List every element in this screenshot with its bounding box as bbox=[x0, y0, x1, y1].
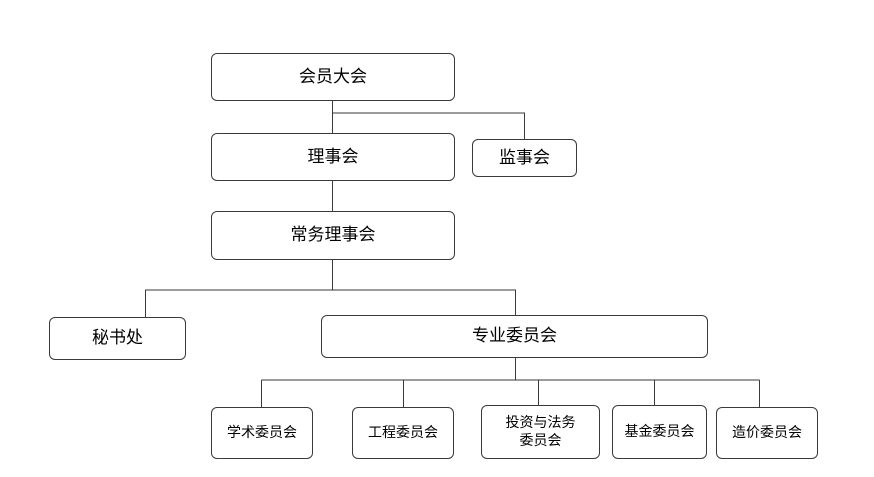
edge-standing-specialized bbox=[332, 289, 516, 315]
node-specialized-committees: 专业委员会 bbox=[321, 315, 708, 358]
node-supervisory-board: 监事会 bbox=[472, 139, 577, 177]
node-academic-committee: 学术委员会 bbox=[211, 407, 313, 459]
node-general-assembly: 会员大会 bbox=[211, 53, 455, 101]
node-engineering-committee: 工程委员会 bbox=[352, 407, 454, 459]
edge-assembly-supervisory bbox=[332, 112, 525, 139]
edge-standing-secretariat bbox=[145, 289, 333, 317]
node-cost-committee: 造价委员会 bbox=[716, 407, 818, 459]
node-fund-committee: 基金委员会 bbox=[612, 405, 707, 459]
node-standing-council: 常务理事会 bbox=[211, 211, 455, 260]
node-council: 理事会 bbox=[211, 133, 455, 181]
node-investment-legal-committee: 投资与法务 委员会 bbox=[481, 405, 600, 459]
node-secretariat: 秘书处 bbox=[49, 317, 186, 360]
